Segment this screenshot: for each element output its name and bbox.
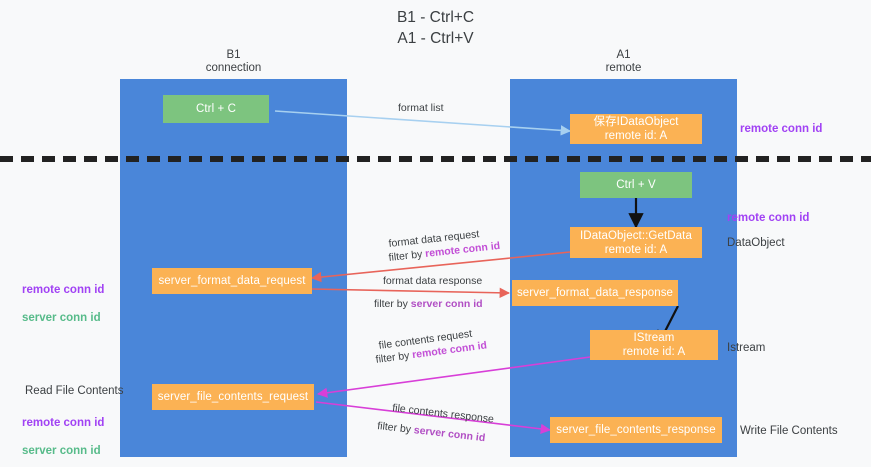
filter-prefix: filter by (388, 248, 426, 264)
node-server-format-data-response[interactable]: server_format_data_response (512, 280, 678, 306)
annotation-remote-conn-id-top: remote conn id (740, 123, 823, 135)
diagram-title: B1 - Ctrl+C A1 - Ctrl+V (396, 9, 475, 47)
filter-highlight-server-conn-id: server conn id (413, 424, 486, 445)
annotation-left-bottom-server-conn-id: server conn id (22, 445, 101, 457)
node-idataobject-getdata[interactable]: IDataObject::GetData remote id: A (570, 227, 702, 258)
column-header-b1: B1 connection (205, 49, 262, 74)
annotation-left-bottom-remote-conn-id: remote conn id (22, 417, 105, 429)
filter-prefix: filter by (374, 298, 411, 310)
annotation-dataobject: DataObject (727, 237, 785, 249)
node-ctrl-v[interactable]: Ctrl + V (580, 172, 692, 198)
annotation-read-file-contents: Read File Contents (25, 385, 124, 397)
annotation-write-file-contents: Write File Contents (740, 425, 838, 437)
annotation-istream: Istream (727, 342, 766, 354)
annotation-left-mid-conn-ids: remote conn id server conn id (22, 269, 104, 339)
column-header-a1: A1 remote (605, 49, 642, 74)
section-divider (0, 156, 871, 162)
edge-label-format-data-response-filter: filter by server conn id (374, 298, 483, 311)
node-ctrl-c[interactable]: Ctrl + C (163, 95, 269, 123)
node-server-file-contents-response[interactable]: server_file_contents_response (550, 417, 722, 443)
node-server-file-contents-request[interactable]: server_file_contents_request (152, 384, 314, 410)
edge-label-format-data-response: format data response (383, 275, 483, 287)
filter-highlight-server-conn-id: server conn id (410, 298, 483, 310)
node-save-idataobject[interactable]: 保存IDataObject remote id: A (570, 114, 702, 144)
annotation-left-mid-server-conn-id: server conn id (22, 312, 101, 324)
filter-prefix: filter by (376, 420, 415, 437)
annotation-left-bottom-conn-ids: remote conn id server conn id (22, 402, 104, 467)
edge-label-format-list: format list (398, 102, 444, 114)
annotation-remote-conn-id-mid: remote conn id (727, 212, 810, 224)
annotation-left-mid-remote-conn-id: remote conn id (22, 284, 105, 296)
node-istream[interactable]: IStream remote id: A (590, 330, 718, 360)
node-server-format-data-request[interactable]: server_format_data_request (152, 268, 312, 294)
